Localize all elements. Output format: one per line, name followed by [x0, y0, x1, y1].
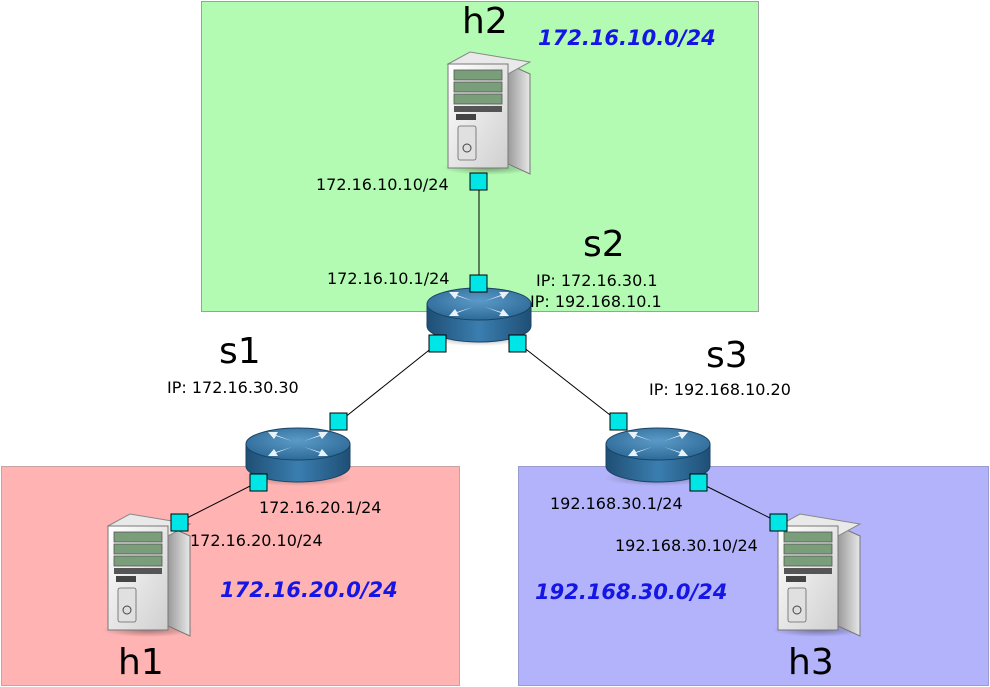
host-h3-name: h3 — [788, 642, 834, 683]
port-h3-eth — [769, 513, 788, 532]
host-h1-server-icon[interactable] — [101, 513, 195, 638]
router-s2-ip-2: IP: 192.168.10.1 — [530, 292, 662, 311]
subnet-zone-h1 — [1, 466, 460, 686]
port-s2-lan — [469, 274, 488, 293]
link-s2-s3 — [517, 342, 620, 423]
port-s3-lan — [689, 473, 708, 492]
router-s1-ip: IP: 172.16.30.30 — [167, 378, 299, 397]
port-s2-to-s3 — [508, 334, 527, 353]
host-h1-name: h1 — [118, 642, 164, 683]
host-h3-ip: 192.168.30.10/24 — [615, 536, 758, 555]
links — [178, 190, 779, 523]
router-s3-lan-ip: 192.168.30.1/24 — [550, 494, 683, 513]
port-h2-eth — [469, 172, 488, 191]
router-s1-lan-ip: 172.16.20.1/24 — [259, 498, 382, 517]
subnet-label-h2: 172.16.10.0/24 — [538, 26, 716, 50]
port-s3-to-s2 — [609, 412, 628, 431]
router-s2-name: s2 — [583, 224, 625, 265]
host-h2-ip: 172.16.10.10/24 — [316, 175, 449, 194]
router-s2-ip-1: IP: 172.16.30.1 — [536, 271, 658, 290]
link-s1-h1 — [178, 481, 259, 523]
router-s1-name: s1 — [219, 331, 261, 372]
port-s1-lan — [249, 473, 268, 492]
host-h2-server-icon[interactable] — [441, 51, 535, 176]
subnet-zone-h3 — [518, 466, 989, 686]
host-h3-server-icon[interactable] — [771, 513, 865, 638]
link-s3-h3 — [697, 481, 779, 523]
port-h1-eth — [170, 513, 189, 532]
subnet-label-h1: 172.16.20.0/24 — [220, 578, 398, 602]
link-s2-s1 — [338, 342, 439, 423]
subnet-label-h3: 192.168.30.0/24 — [535, 580, 728, 604]
router-s3-ip: IP: 192.168.10.20 — [649, 380, 791, 399]
router-s2-lan-ip: 172.16.10.1/24 — [327, 269, 450, 288]
port-s1-to-s2 — [329, 412, 348, 431]
host-h1-ip: 172.16.20.10/24 — [190, 531, 323, 550]
host-h2-name: h2 — [462, 1, 508, 42]
router-s3-name: s3 — [706, 335, 748, 376]
port-s2-to-s1 — [428, 334, 447, 353]
